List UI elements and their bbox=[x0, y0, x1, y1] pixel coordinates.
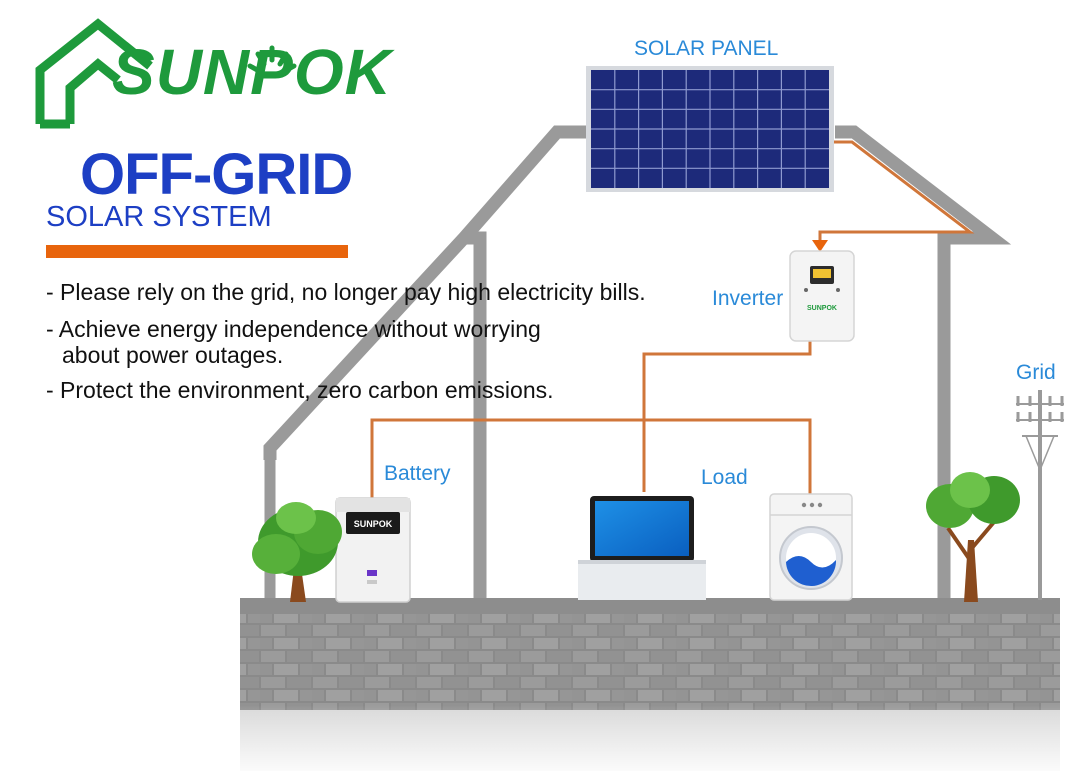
laptop-icon bbox=[578, 496, 706, 600]
wire-arrow-icon bbox=[812, 240, 828, 252]
inverter-brand-text: SUNPOK bbox=[807, 305, 837, 312]
label-inverter: Inverter bbox=[712, 287, 783, 310]
floor-slab bbox=[240, 598, 1060, 614]
tree-icon bbox=[926, 472, 1020, 602]
house-logo-icon bbox=[35, 18, 153, 129]
title-main: OFF-GRID bbox=[80, 142, 353, 207]
washing-machine-icon bbox=[769, 493, 853, 601]
battery-brand-text: SUNPOK bbox=[354, 519, 393, 529]
label-solar-panel: SOLAR PANEL bbox=[634, 37, 778, 60]
bullet-3: - Protect the environment, zero carbon e… bbox=[46, 377, 554, 403]
label-load: Load bbox=[701, 466, 748, 489]
tree-icon bbox=[252, 502, 342, 602]
brick-wall bbox=[240, 614, 1060, 710]
utility-pole-icon bbox=[1016, 390, 1064, 600]
sun-rays-icon bbox=[247, 45, 297, 74]
battery-icon: SUNPOK bbox=[335, 497, 411, 603]
label-grid: Grid bbox=[1016, 361, 1056, 384]
house-frame bbox=[263, 125, 1012, 600]
solar-panel-icon bbox=[586, 66, 834, 192]
label-battery: Battery bbox=[384, 462, 451, 485]
inverter-icon: SUNPOK bbox=[789, 250, 855, 342]
bullet-2: - Achieve energy independence without wo… bbox=[46, 316, 541, 342]
brand-logo-text: SUNPOK bbox=[112, 36, 392, 108]
title-sub: SOLAR SYSTEM bbox=[46, 201, 272, 233]
wiring bbox=[370, 140, 975, 500]
bullet-2-continued: about power outages. bbox=[62, 342, 284, 368]
title-underline bbox=[46, 245, 348, 258]
bullet-1: - Please rely on the grid, no longer pay… bbox=[46, 279, 646, 305]
